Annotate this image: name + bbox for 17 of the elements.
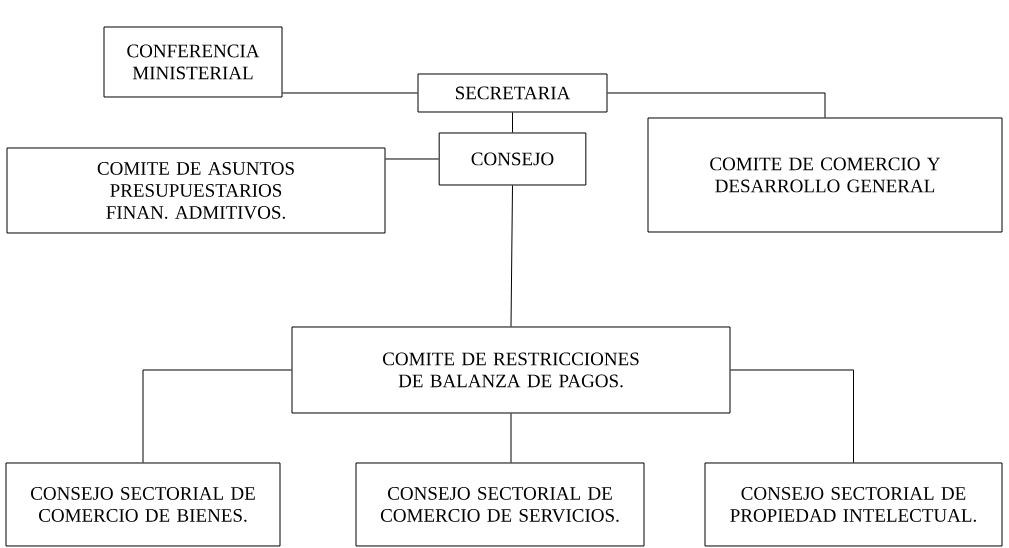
org-box: CONSEJO SECTORIAL DE COMERCIO DE BIENES.	[5, 462, 281, 547]
org-box: CONFERENCIA MINISTERIAL	[103, 26, 283, 98]
org-box: COMITE DE ASUNTOS PRESUPUESTARIOS FINAN. ADMITIVOS.	[6, 147, 386, 234]
connector-line	[142, 369, 292, 463]
connector-line	[282, 92, 418, 94]
connector-line	[512, 112, 513, 133]
connector-line	[607, 92, 826, 118]
connector-line	[510, 185, 513, 327]
connector-line	[510, 413, 512, 463]
connector-line	[730, 369, 854, 463]
org-box: CONSEJO SECTORIAL DE PROPIEDAD INTELECTUAL.	[704, 462, 1003, 547]
org-box: COMITE DE COMERCIO Y DESARROLLO GENERAL	[647, 117, 1003, 233]
org-box: CONSEJO	[438, 132, 587, 186]
org-box: SECRETARIA	[417, 73, 608, 113]
org-box: CONSEJO SECTORIAL DE COMERCIO DE SERVICIOS.	[355, 462, 645, 547]
org-box: COMITE DE RESTRICCIONES DE BALANZA DE PAGOS.	[291, 326, 731, 414]
connector-line	[385, 158, 440, 160]
